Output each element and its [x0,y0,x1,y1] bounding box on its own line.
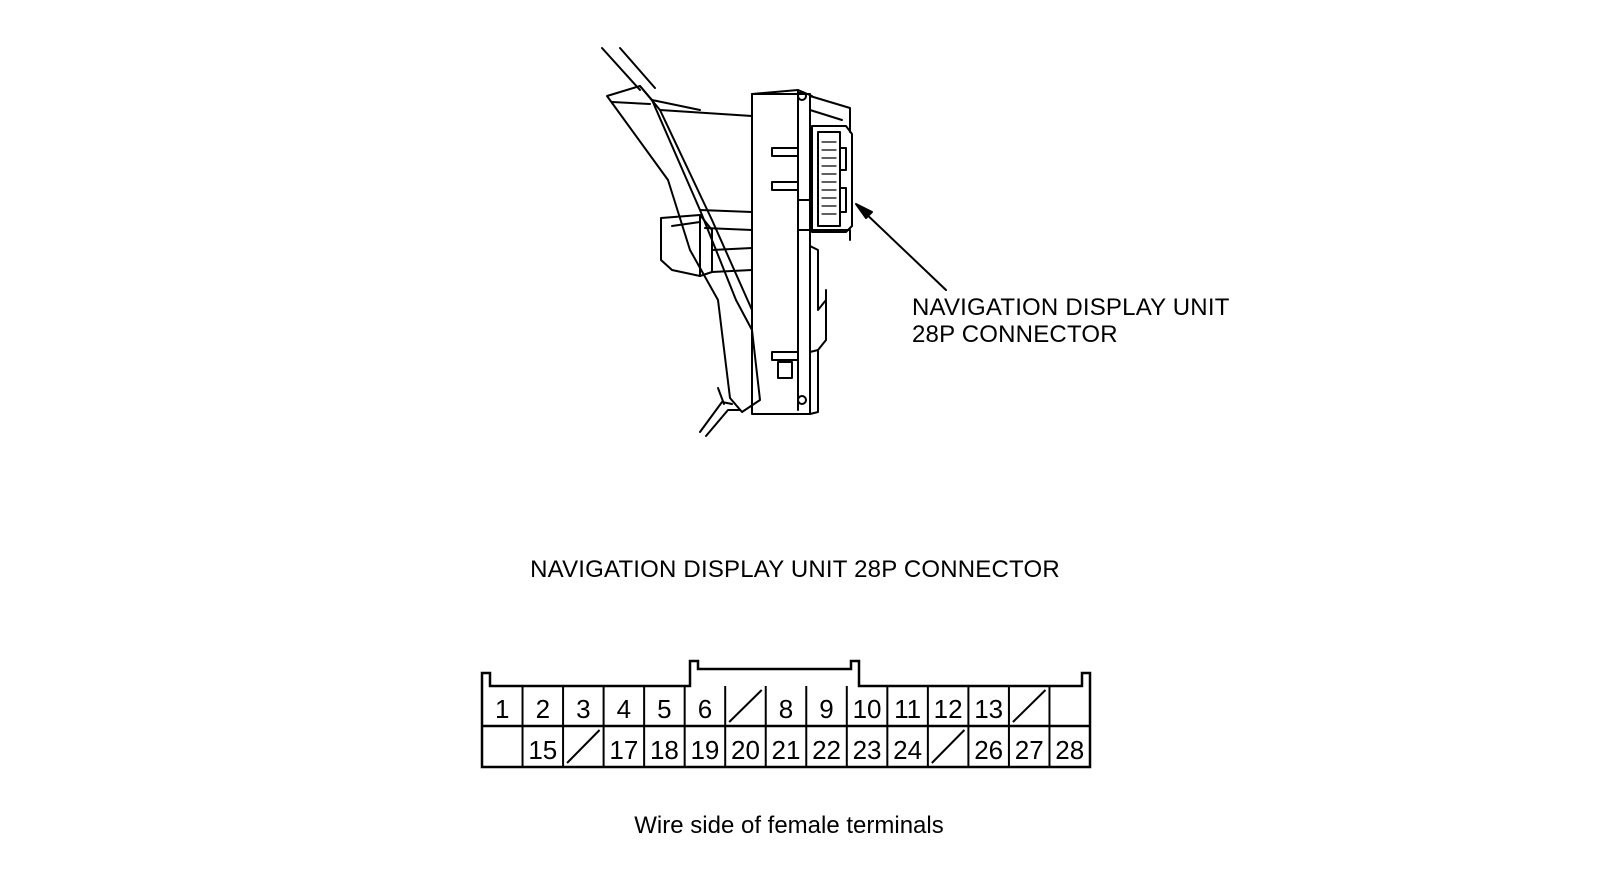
row1-terminal-11: 11 [894,694,921,724]
diagram-title-text: NAVIGATION DISPLAY UNIT 28P CONNECTOR [530,556,1060,583]
row1-terminal-6: 6 [698,694,712,724]
row2-terminal-24: 24 [893,735,922,765]
row2-terminal-22: 22 [812,735,841,765]
row2-terminal-28: 28 [1055,735,1084,765]
row2-terminal-19: 19 [690,735,719,765]
callout-line-1: NAVIGATION DISPLAY UNIT [912,294,1230,321]
row2-terminal-15: 15 [528,735,557,765]
row2-terminal-21: 21 [772,735,801,765]
row1-terminal-13: 13 [974,694,1003,724]
row1-terminal-9: 9 [819,694,833,724]
trim-panel [606,85,761,413]
connector-housing [811,125,853,233]
row2-terminal-17: 17 [609,735,638,765]
row2-terminal-26: 26 [974,735,1003,765]
top-wire-harness [601,47,656,91]
row1-terminal-1: 1 [495,694,509,724]
row1-terminal-12: 12 [934,694,963,724]
callout-line-2: 28P CONNECTOR [912,321,1118,348]
row1-terminal-2: 2 [536,694,550,724]
row2-unused-terminal-slash [566,729,601,764]
row1-terminal-4: 4 [617,694,631,724]
row1-unused-terminal-slash [728,689,763,723]
connector-outline [480,659,1092,769]
row2-unused-terminal-slash [931,729,966,764]
connector-pins [821,141,837,215]
row1-terminal-10: 10 [853,694,882,724]
row1-unused-terminal-slash [1012,689,1047,723]
connector-diagram-title: NAVIGATION DISPLAY UNIT 28P CONNECTOR [0,556,1600,584]
callout-leader-arrow [855,203,947,291]
diagram-caption: Wire side of female terminals [0,812,1600,840]
connector-callout-label: NAVIGATION DISPLAY UNIT 28P CONNECTOR [912,294,1230,348]
row2-terminal-27: 27 [1015,735,1044,765]
connector-housing-outline [480,659,1092,769]
unit-chassis [751,89,851,415]
row2-terminal-23: 23 [853,735,882,765]
bottom-wire-harness [699,387,741,437]
row1-terminal-3: 3 [576,694,590,724]
row2-terminal-18: 18 [650,735,679,765]
row1-terminal-8: 8 [779,694,793,724]
row1-terminal-5: 5 [657,694,671,724]
row2-terminal-20: 20 [731,735,760,765]
caption-text: Wire side of female terminals [634,812,944,839]
